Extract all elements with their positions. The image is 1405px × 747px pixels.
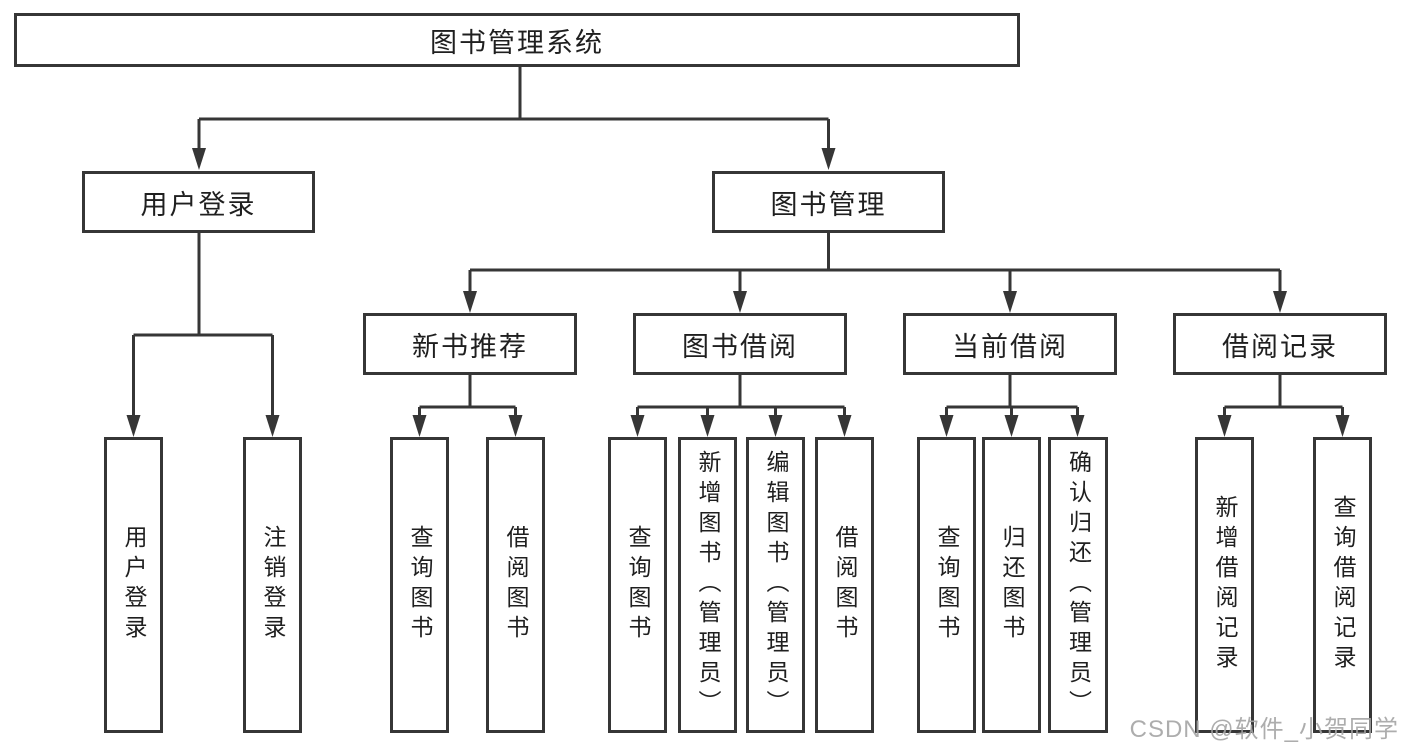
node-current-borrow: 当前借阅 bbox=[903, 313, 1117, 375]
edge-root-to-level2 bbox=[197, 66, 830, 152]
node-label: 查询借阅记录 bbox=[1330, 495, 1356, 675]
node-label: 确认归还（管理员） bbox=[1065, 450, 1092, 720]
node-label: 查询图书 bbox=[625, 525, 651, 645]
arrowhead bbox=[192, 148, 206, 170]
node-label: 借阅图书 bbox=[503, 525, 529, 645]
node-label: 新增图书（管理员） bbox=[695, 450, 721, 720]
node-label: 编辑图书（管理员） bbox=[763, 450, 789, 720]
arrowhead bbox=[821, 148, 836, 170]
arrowhead bbox=[837, 415, 852, 437]
arrowhead bbox=[733, 291, 747, 313]
arrowhead bbox=[1273, 291, 1287, 313]
leaf-query-books-current: 查询图书 bbox=[917, 437, 976, 733]
edge-current-borrow-children bbox=[945, 375, 1079, 421]
node-label: 归还图书 bbox=[999, 525, 1025, 645]
node-user-login: 用户登录 bbox=[82, 171, 315, 233]
edge-new-book-recommend-children bbox=[418, 375, 517, 421]
arrowhead bbox=[1003, 291, 1017, 313]
node-label: 查询图书 bbox=[407, 525, 433, 645]
node-book-management: 图书管理 bbox=[712, 171, 945, 233]
arrowhead bbox=[508, 415, 523, 437]
arrowhead bbox=[1070, 415, 1085, 437]
leaf-edit-book-admin: 编辑图书（管理员） bbox=[746, 437, 805, 733]
node-label: 当前借阅 bbox=[952, 331, 1068, 362]
node-label: 借阅图书 bbox=[832, 525, 858, 645]
leaf-user-login: 用户登录 bbox=[104, 437, 163, 733]
node-label: 用户登录 bbox=[121, 525, 147, 645]
arrowhead bbox=[700, 415, 715, 437]
leaf-query-books-borrow: 查询图书 bbox=[608, 437, 667, 733]
watermark: CSDN @软件_小贺同学 bbox=[1129, 716, 1399, 743]
edge-book-borrow-children bbox=[636, 375, 846, 421]
leaf-logout: 注销登录 bbox=[243, 437, 302, 733]
arrowhead bbox=[1335, 415, 1350, 437]
leaf-borrow-books-recommend: 借阅图书 bbox=[486, 437, 545, 733]
leaf-add-borrow-record: 新增借阅记录 bbox=[1195, 437, 1254, 733]
node-label: 注销登录 bbox=[260, 525, 286, 645]
arrowhead bbox=[1217, 415, 1232, 437]
leaf-confirm-return-admin: 确认归还（管理员） bbox=[1048, 437, 1108, 733]
leaf-return-book: 归还图书 bbox=[982, 437, 1041, 733]
node-new-book-recommend: 新书推荐 bbox=[363, 313, 577, 375]
node-label: 图书管理 bbox=[770, 189, 887, 220]
node-label: 借阅记录 bbox=[1222, 331, 1338, 362]
node-label: 用户登录 bbox=[140, 189, 257, 220]
leaf-query-borrow-record: 查询借阅记录 bbox=[1313, 437, 1372, 733]
arrowhead bbox=[939, 415, 954, 437]
arrowhead bbox=[768, 415, 783, 437]
node-label: 图书管理系统 bbox=[430, 27, 604, 58]
edge-user-login-children bbox=[132, 233, 274, 421]
leaf-query-books-recommend: 查询图书 bbox=[390, 437, 449, 733]
arrowhead bbox=[412, 415, 427, 437]
leaf-add-book-admin: 新增图书（管理员） bbox=[678, 437, 737, 733]
edge-book-management-children bbox=[468, 233, 1282, 297]
node-label: 新增借阅记录 bbox=[1212, 495, 1238, 675]
node-label: 图书借阅 bbox=[682, 331, 798, 362]
node-borrow-records: 借阅记录 bbox=[1173, 313, 1387, 375]
arrowhead bbox=[463, 291, 477, 313]
node-root-system: 图书管理系统 bbox=[14, 13, 1020, 67]
edge-borrow-records-children bbox=[1223, 375, 1344, 421]
leaf-borrow-books: 借阅图书 bbox=[815, 437, 874, 733]
arrowhead bbox=[1004, 415, 1019, 437]
node-label: 新书推荐 bbox=[412, 331, 528, 362]
arrowhead bbox=[630, 415, 645, 437]
arrowhead bbox=[126, 415, 141, 437]
arrowheads bbox=[126, 148, 1350, 437]
node-label: 查询图书 bbox=[934, 525, 960, 645]
node-book-borrow: 图书借阅 bbox=[633, 313, 847, 375]
arrowhead bbox=[265, 415, 280, 437]
